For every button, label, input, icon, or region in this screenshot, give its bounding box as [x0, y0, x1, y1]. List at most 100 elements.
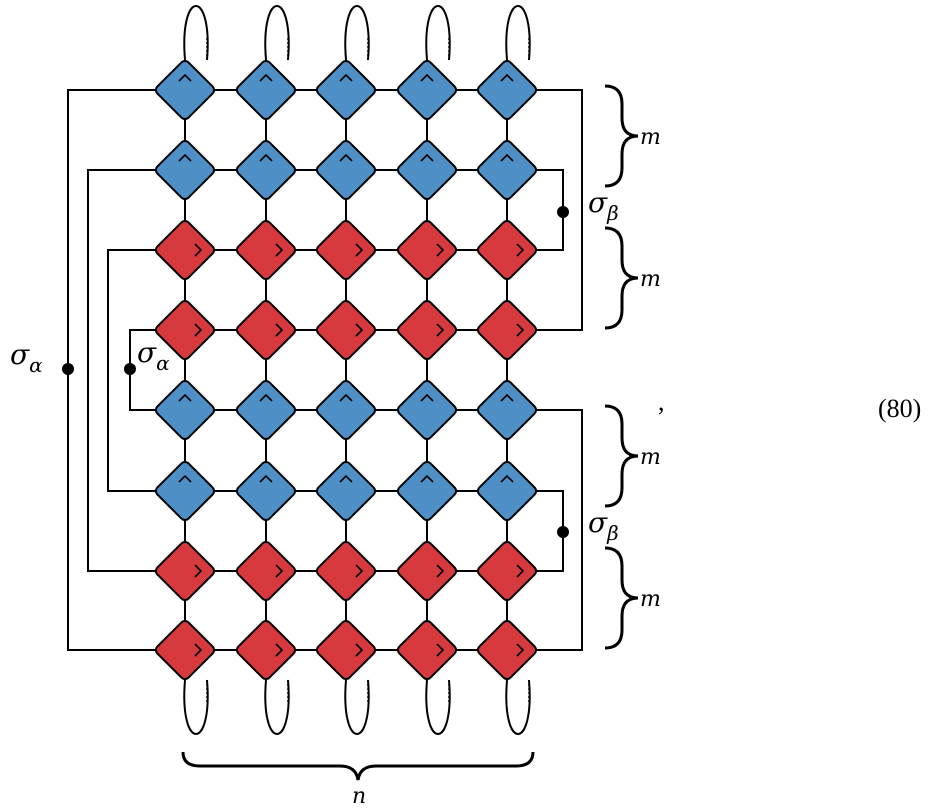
caret-up-icon [259, 393, 273, 402]
red-tensor-node [315, 299, 377, 361]
caret-right-icon [436, 643, 445, 657]
red-tensor-node [235, 219, 297, 281]
caret-up-icon [420, 153, 434, 162]
red-tensor-node [396, 619, 458, 681]
caret-right-icon [194, 643, 203, 657]
bottom-loop [344, 679, 370, 735]
caret-right-icon [516, 643, 525, 657]
caret-right-icon [194, 243, 203, 257]
caret-up-icon [500, 153, 514, 162]
caret-right-icon [275, 564, 284, 578]
caret-up-icon [500, 393, 514, 402]
blue-tensor-node [315, 460, 377, 522]
blue-tensor-node [235, 460, 297, 522]
caret-right-icon [436, 243, 445, 257]
caret-right-icon [355, 323, 364, 337]
red-tensor-node [315, 219, 377, 281]
caret-right-icon [516, 564, 525, 578]
top-loop [183, 5, 209, 61]
red-tensor-node [235, 619, 297, 681]
top-loop [264, 5, 290, 61]
caret-up-icon [339, 474, 353, 483]
blue-tensor-node [154, 139, 216, 201]
blue-tensor-node [396, 460, 458, 522]
caret-right-icon [355, 243, 364, 257]
blue-tensor-node [396, 379, 458, 441]
caret-right-icon [436, 323, 445, 337]
caret-up-icon [178, 393, 192, 402]
red-tensor-node [154, 299, 216, 361]
blue-tensor-node [235, 139, 297, 201]
caret-right-icon [516, 243, 525, 257]
sigma-alpha-inner-label: σα [137, 336, 170, 375]
brace-m-3 [604, 404, 639, 508]
blue-tensor-node [476, 460, 538, 522]
brace-m-2 [604, 226, 639, 330]
caret-up-icon [259, 73, 273, 82]
bottom-loop [183, 679, 209, 735]
bottom-loop [505, 679, 531, 735]
caret-up-icon [178, 73, 192, 82]
blue-tensor-node [235, 379, 297, 441]
sigma-alpha-outer-label: σα [10, 338, 43, 377]
red-tensor-node [235, 540, 297, 602]
red-tensor-node [396, 219, 458, 281]
red-tensor-node [476, 540, 538, 602]
caret-right-icon [436, 564, 445, 578]
caret-right-icon [275, 643, 284, 657]
brace-m-2-label: m [640, 267, 661, 292]
sigma-beta-upper-dot [557, 206, 569, 218]
caret-right-icon [516, 323, 525, 337]
red-tensor-node [476, 219, 538, 281]
caret-up-icon [259, 153, 273, 162]
red-tensor-node [315, 540, 377, 602]
red-tensor-node [154, 219, 216, 281]
red-tensor-node [396, 540, 458, 602]
sigma-beta-upper-label: σβ [588, 186, 619, 225]
sigma-alpha-inner-dot [124, 363, 136, 375]
brace-m-4-label: m [640, 587, 661, 612]
top-loop [344, 5, 370, 61]
blue-tensor-node [476, 139, 538, 201]
blue-tensor-node [476, 379, 538, 441]
caret-up-icon [500, 73, 514, 82]
caret-up-icon [420, 474, 434, 483]
wire-row3-row6 [107, 249, 185, 492]
red-tensor-node [396, 299, 458, 361]
brace-n [181, 751, 535, 781]
brace-m-1-label: m [640, 125, 661, 150]
caret-up-icon [500, 474, 514, 483]
caret-up-icon [420, 73, 434, 82]
caret-up-icon [178, 153, 192, 162]
blue-tensor-node [235, 59, 297, 121]
red-tensor-node [315, 619, 377, 681]
caret-right-icon [275, 323, 284, 337]
caret-right-icon [355, 564, 364, 578]
blue-tensor-node [476, 59, 538, 121]
red-tensor-node [476, 619, 538, 681]
brace-n-label: n [352, 784, 366, 809]
bottom-loop [425, 679, 451, 735]
brace-m-1 [604, 84, 639, 188]
top-loop [505, 5, 531, 61]
bottom-loop [264, 679, 290, 735]
sigma-beta-lower-dot [557, 526, 569, 538]
wire-row2-row7 [87, 169, 185, 572]
equation-number: (80) [878, 394, 921, 423]
caret-right-icon [355, 643, 364, 657]
brace-m-4 [604, 546, 639, 650]
blue-tensor-node [315, 59, 377, 121]
tensor-nodes [154, 59, 538, 681]
right-braces [604, 84, 639, 650]
red-tensor-node [235, 299, 297, 361]
caret-up-icon [339, 73, 353, 82]
red-tensor-node [154, 540, 216, 602]
sigma-alpha-outer-dot [62, 363, 74, 375]
trailing-comma: , [658, 387, 665, 416]
wire-right-row5-row8 [507, 409, 583, 651]
periodic-loops [183, 5, 531, 735]
blue-tensor-node [396, 139, 458, 201]
red-tensor-node [476, 299, 538, 361]
sigma-beta-lower-label: σβ [588, 506, 619, 545]
